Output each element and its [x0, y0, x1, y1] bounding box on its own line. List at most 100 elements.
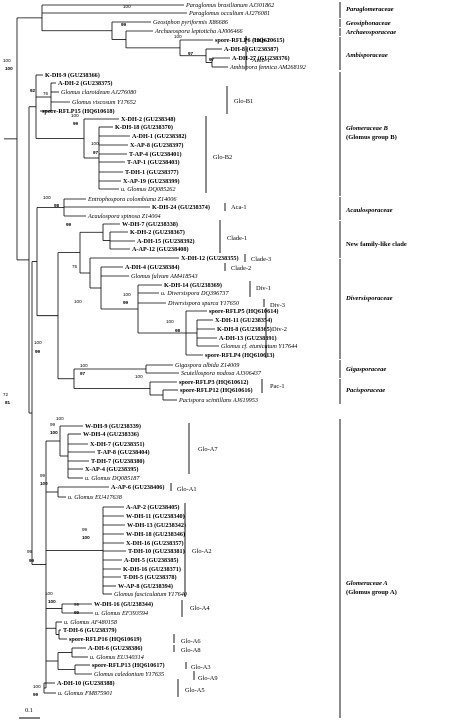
taxon-label: T-DH-5 (GU238378) [123, 574, 177, 581]
support-value: 76 [43, 91, 49, 96]
clade-label: Glo-B1 [234, 98, 253, 105]
support-value: 97 [209, 57, 215, 62]
taxon-label: Acaulospora spinosa Z14004 [87, 213, 161, 220]
taxon-label: u. Glomus EU417638 [68, 494, 123, 501]
support-value: 81 [5, 400, 11, 405]
clade-brackets [170, 2, 341, 718]
taxon-label: spore-RFLP15 (HQ610618) [42, 108, 115, 115]
taxon-label: X-DH-12 (GU238355) [181, 255, 239, 262]
taxon-label: spore-RFLP12 (HQ610616) [180, 387, 253, 394]
taxon-label: W-DH-18 (GU238346) [126, 531, 185, 538]
taxon-label: Paraglomus occultum AJ276081 [188, 10, 270, 17]
support-value: 100 [174, 34, 182, 39]
taxon-label: T-DH-1 (GU238377) [125, 169, 179, 176]
support-value: 100 [71, 113, 79, 118]
clade-label: Pac-1 [270, 383, 285, 390]
support-value: 100 [40, 481, 48, 486]
support-value: 100 [48, 599, 56, 604]
taxon-label: W-DH-16 (GU238344) [94, 601, 153, 608]
taxon-label: T-AP-1 (GU238403) [127, 159, 180, 166]
taxon-label: A-AP-6 (GU238406) [111, 484, 164, 491]
clade-label: Glo-A1 [177, 486, 197, 493]
support-value: 97 [80, 371, 86, 376]
taxon-label: K-DH-8 (GU238365) [217, 326, 272, 333]
support-value: 100 [3, 58, 11, 63]
taxon-label: spore-RFLP16 (HQ610619) [69, 636, 142, 643]
family-label: Pacisporaceae [346, 387, 385, 394]
clade-label: Clade-2 [231, 265, 251, 272]
taxon-label: A-DH-5 (GU238385) [124, 557, 178, 564]
support-value: 99 [50, 422, 56, 427]
taxon-label: spore-RFLP6 (HQ610615) [215, 37, 285, 44]
clade-label: Div-3 [270, 302, 285, 309]
support-value: 99 [123, 300, 129, 305]
clade-label: Glo-A4 [190, 605, 210, 612]
taxon-label: Gigaspora albida Z14009 [175, 362, 239, 369]
clade-label: Clade-3 [251, 256, 271, 263]
taxon-label: spore-RFLP4 (HQ610613) [205, 352, 275, 359]
support-value: 99 [40, 473, 46, 478]
taxon-label: W-DH-9 (GU238339) [85, 423, 141, 430]
taxon-label: W-DH-11 (GU238340) [126, 513, 185, 520]
support-value: 99 [66, 222, 72, 227]
taxon-label: u. Glomus DQ085187 [85, 475, 140, 482]
taxon-label: A-AP-2 (GU238405) [126, 504, 179, 511]
support-value: 99 [82, 527, 88, 532]
family-label: Acaulosporaceae [345, 207, 393, 214]
support-value: 100 [45, 591, 53, 596]
taxon-label: Glomus fasciculatum Y17640 [114, 591, 188, 598]
taxon-label: T-DH-6 (GU238379) [63, 627, 117, 634]
taxon-label: u. Glomus AF480158 [64, 619, 118, 626]
clade-label: Div-2 [272, 326, 287, 333]
support-value: 72 [3, 392, 9, 397]
taxon-label: Glomus claroideum AJ276080 [61, 89, 137, 96]
taxon-label: A-DH-6 (GU238386) [88, 645, 142, 652]
taxon-label: T-DH-7 (GU238380) [91, 458, 145, 465]
clade-label: Glo-A3 [191, 664, 211, 671]
taxon-label: Paraglomus brasilianum AJ301862 [185, 2, 274, 9]
taxon-label: W-DH-7 (GU238338) [122, 221, 178, 228]
taxon-label: A-DH-4 (GU238384) [125, 264, 179, 271]
clade-label: Amb-2 [252, 37, 270, 44]
taxon-label: W-DH-4 (GU238336) [83, 431, 139, 438]
support-value: 100 [34, 340, 42, 345]
taxon-label: X-DH-11 (GU238354) [215, 317, 272, 324]
support-value: 99 [29, 558, 35, 563]
support-value: 100 [5, 66, 13, 71]
taxon-label: A-DH-13 (GU238391) [219, 335, 277, 342]
support-value: 99 [33, 692, 39, 697]
clade-label: Amb-1 [252, 57, 270, 64]
family-label: Paraglomeraceae [346, 6, 394, 13]
support-value: 100 [91, 141, 99, 146]
clade-label: Glo-A2 [192, 548, 212, 555]
clade-label: Clade-1 [227, 235, 247, 242]
taxon-label: T-AP-4 (GU238401) [129, 151, 182, 158]
support-value: 100 [123, 4, 131, 9]
taxon-label: spore-RFLP13 (HQ610617) [92, 662, 165, 669]
taxon-label: X-AP-4 (GU238395) [85, 466, 138, 473]
clade-label: Glo-A5 [185, 687, 205, 694]
taxon-label: Ambispora fennica AM268192 [229, 64, 306, 71]
support-value: 100 [33, 684, 41, 689]
taxon-label: X-DH-7 (GU238351) [90, 441, 144, 448]
support-value: 98 [175, 328, 181, 333]
family-label: Glomeraceae A [346, 580, 388, 587]
support-value: 99 [73, 121, 79, 126]
support-value: 100 [123, 292, 131, 297]
taxon-label: Glomus viscosum Y17652 [72, 99, 136, 106]
family-label: New family-like clade [346, 241, 407, 248]
support-value: 99 [74, 610, 80, 615]
taxon-label: Glomus fulvum AM418543 [131, 273, 198, 280]
support-value: 97 [93, 150, 99, 155]
family-label: Glomeraceae B [346, 125, 389, 132]
scale-bar-label: 0.1 [25, 707, 33, 714]
taxon-label: X-DH-2 (GU238348) [121, 116, 175, 123]
taxon-label: u. Glomus FM875901 [58, 690, 112, 697]
family-label: Gigasporaceae [346, 366, 386, 373]
support-value: 92 [30, 88, 36, 93]
support-value: 99 [74, 602, 80, 607]
support-value: 100 [50, 430, 58, 435]
taxon-label: u. Diversispora DQ396737 [161, 290, 229, 297]
clade-labels: Amb-2Amb-1Glo-B1Glo-B2Aca-1Clade-1Clade-… [177, 37, 287, 694]
family-labels: ParaglomeraceaeGeosiphonaceaeArchaeospor… [345, 6, 407, 596]
